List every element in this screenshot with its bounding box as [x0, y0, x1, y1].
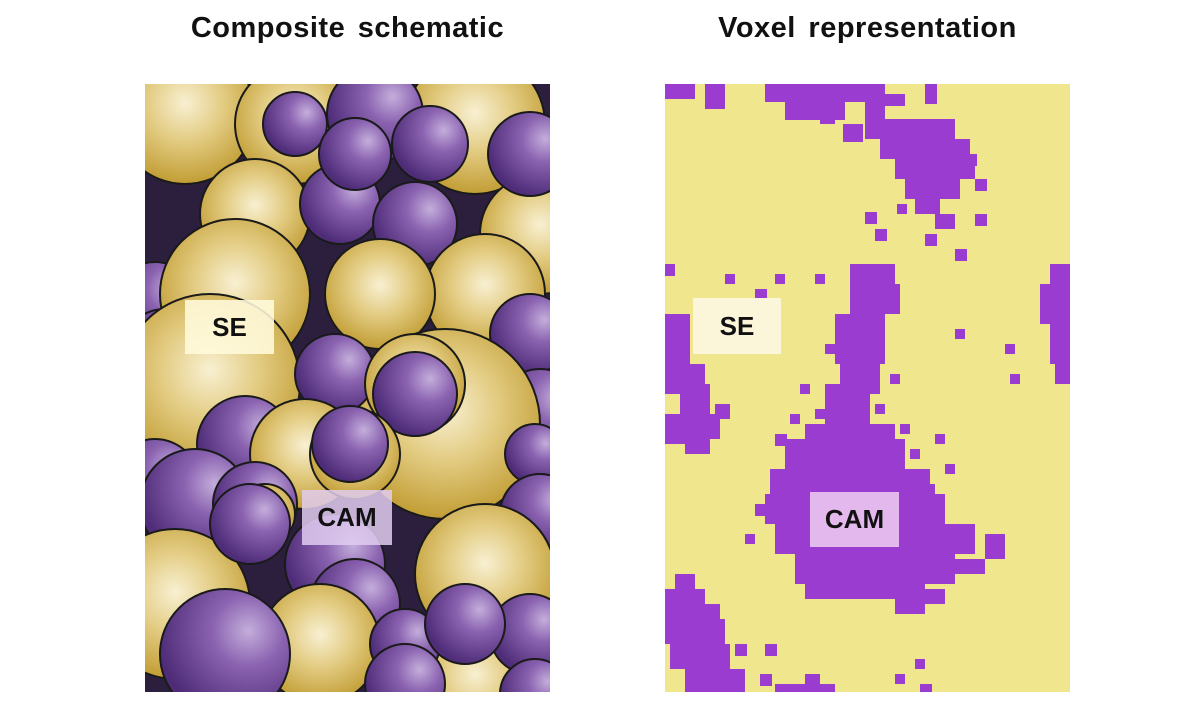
voxel-representation-panel	[665, 84, 1070, 692]
voxel-representation-title: Voxel representation	[718, 12, 1017, 44]
cam-label-voxel: CAM	[810, 492, 899, 547]
composite-schematic-image	[145, 84, 550, 692]
composite-schematic-title: Composite schematic	[190, 12, 505, 44]
cam-label-schematic: CAM	[302, 490, 392, 545]
voxel-representation-image	[665, 84, 1070, 692]
composite-schematic-panel	[145, 84, 550, 692]
se-label-voxel: SE	[693, 298, 781, 354]
se-label-schematic: SE	[185, 300, 274, 354]
